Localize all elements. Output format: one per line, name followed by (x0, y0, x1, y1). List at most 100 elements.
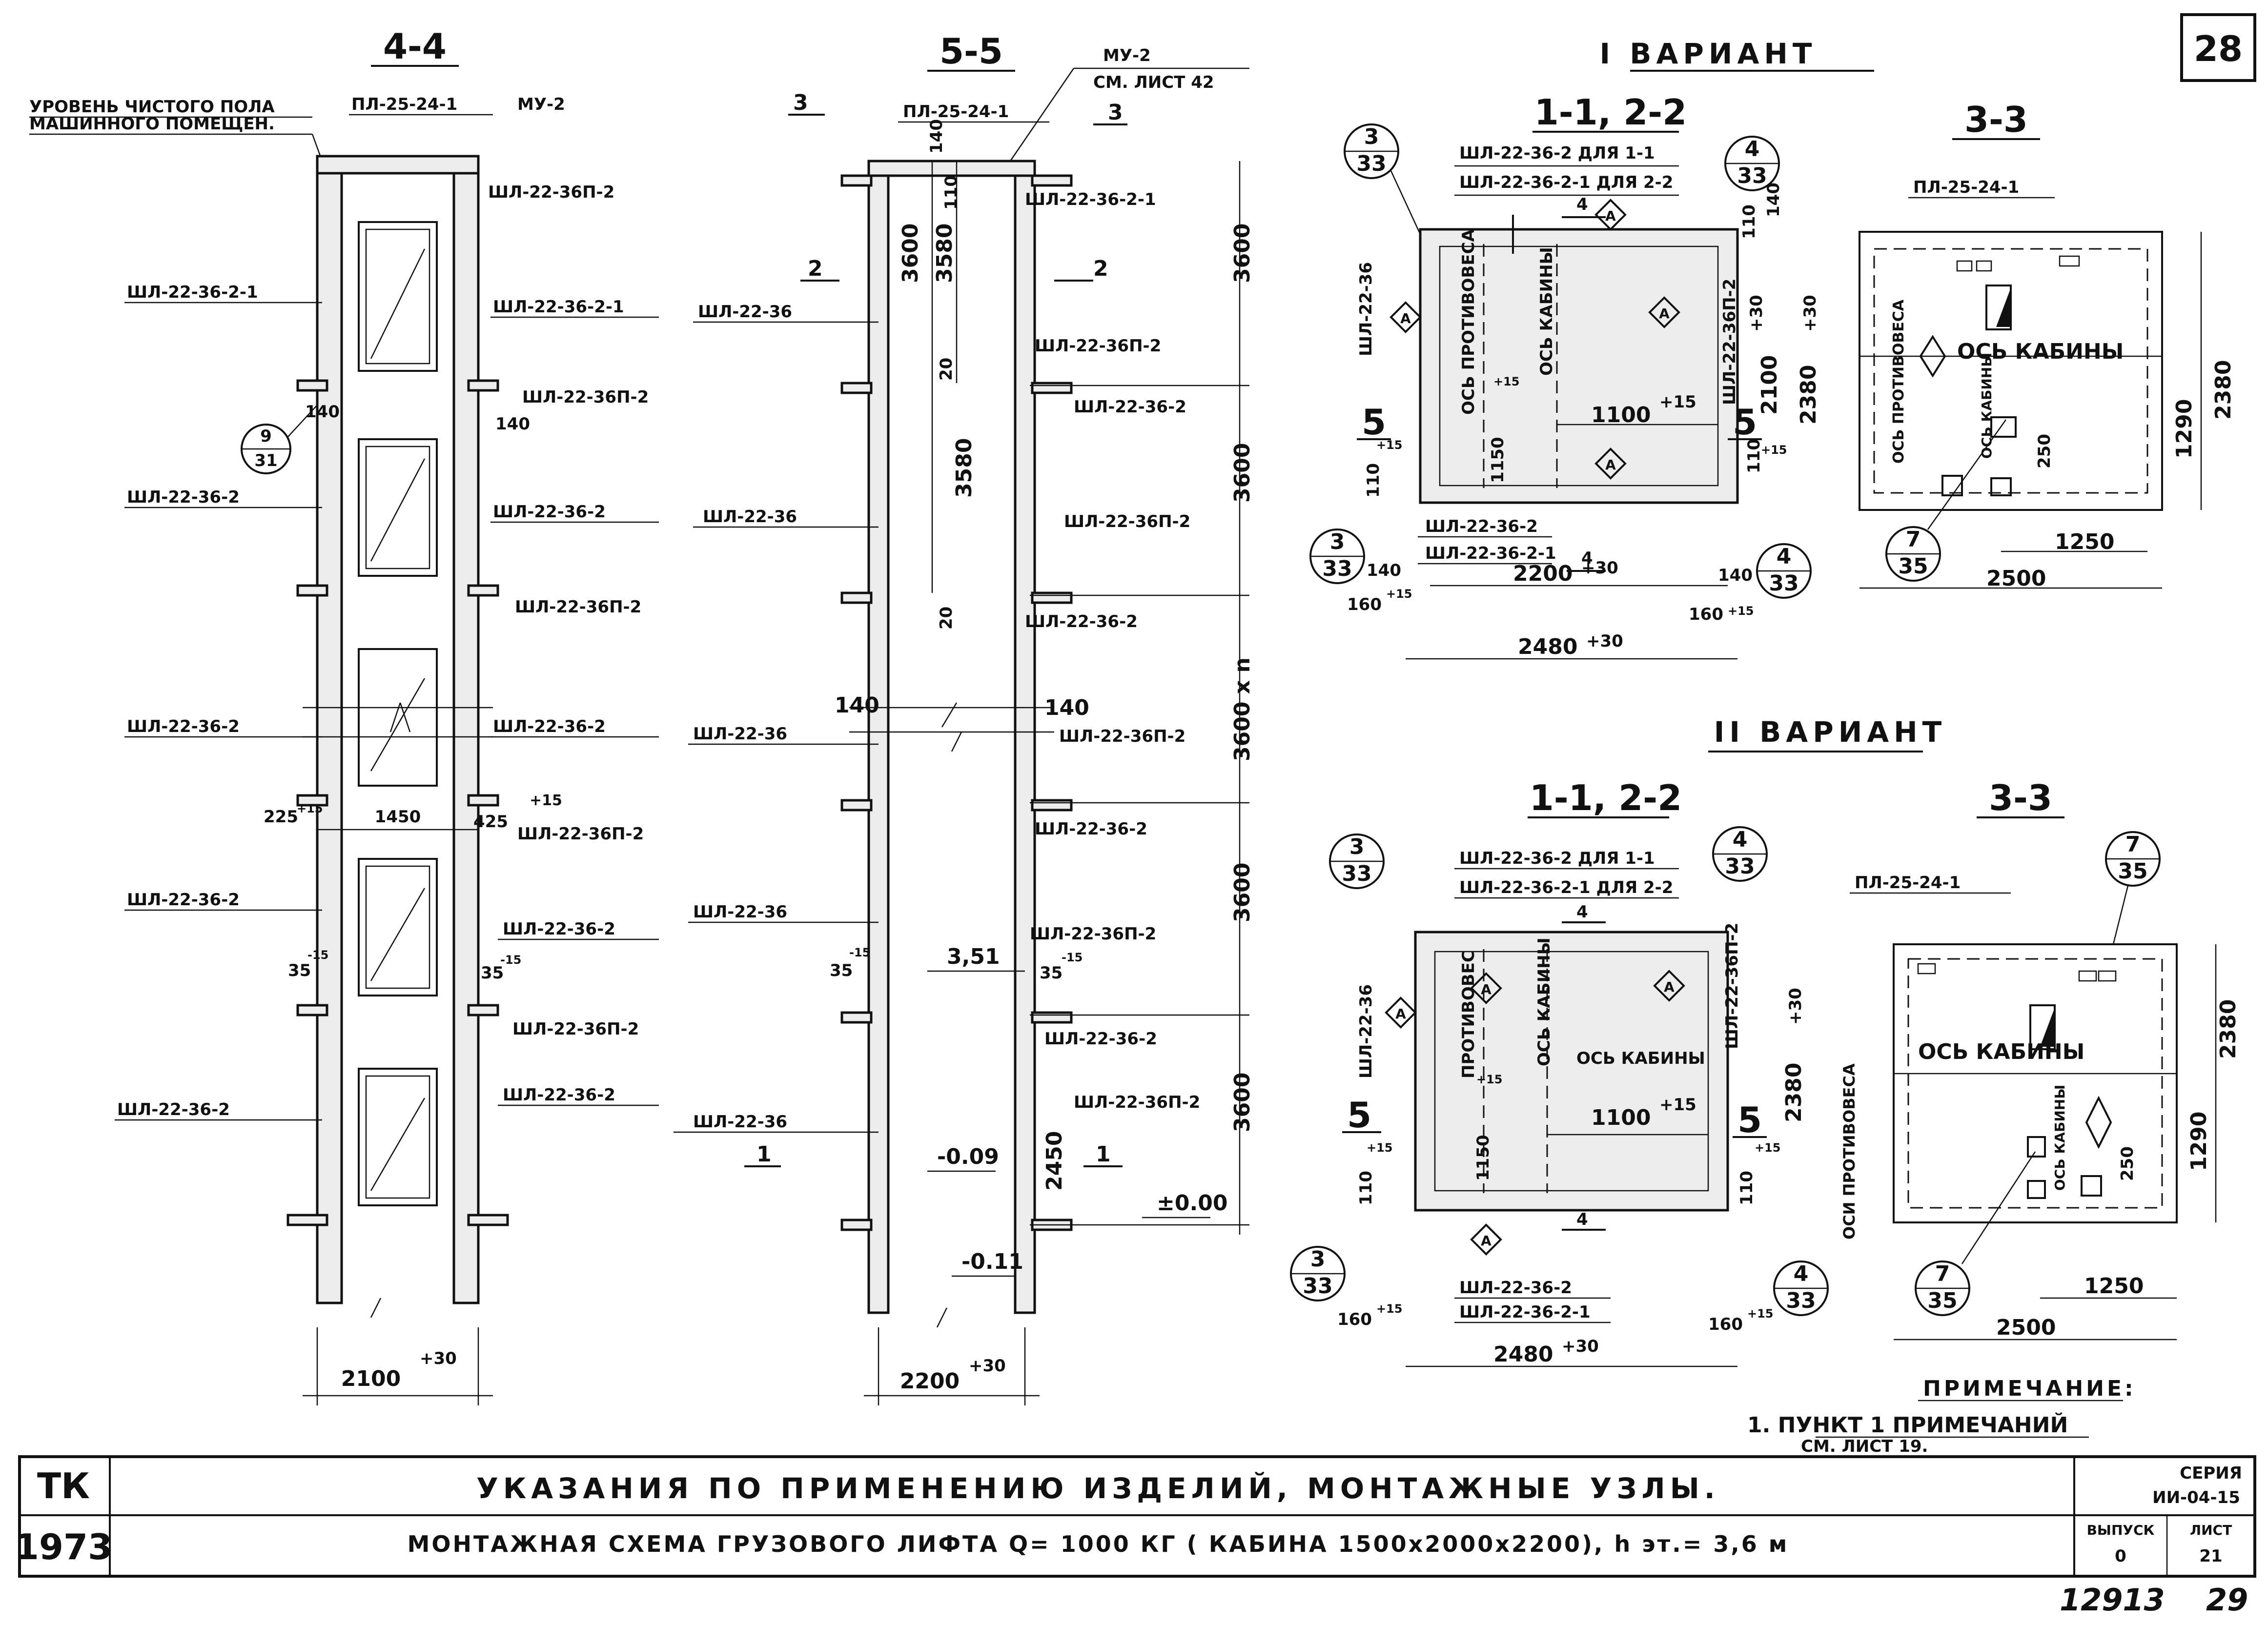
dim-2380-tol: +30 (1800, 295, 1820, 332)
s55-right-label: ШЛ-22-36-2 (1044, 1029, 1157, 1049)
dim-35: 35 (830, 961, 853, 980)
title-line-1: УКАЗАНИЯ ПО ПРИМЕНЕНИЮ ИЗДЕЛИЙ, МОНТАЖНЫ… (476, 1471, 1720, 1505)
ref-3: 3 (1330, 529, 1345, 554)
dim-140: 140 (305, 402, 340, 422)
node-ref: СМ. ЛИСТ 42 (1093, 73, 1214, 92)
dim-160: 160 (1708, 1315, 1743, 1334)
s44-left-label: ШЛ-22-36-2 (117, 1100, 230, 1119)
dim-1150: 1150 (1473, 1135, 1493, 1181)
cut-1: 1 (756, 1142, 772, 1167)
cut-5: 5 (1737, 1099, 1762, 1140)
ref-4: 4 (1745, 137, 1760, 162)
ref-33: 33 (1342, 861, 1371, 886)
issue-value: 0 (2115, 1546, 2126, 1566)
dim-110: 110 (1364, 463, 1383, 498)
mark-a: A (1605, 457, 1616, 473)
s55-right-label: ШЛ-22-36-2 (1025, 612, 1138, 631)
dim-1250: 1250 (2055, 529, 2114, 554)
node-mu2: МУ-2 (517, 95, 565, 114)
dim-110-tol: +15 (1755, 1141, 1781, 1155)
ref-35: 35 (2118, 859, 2147, 884)
dim-160: 160 (1689, 605, 1723, 624)
dim-3580: 3580 (932, 224, 957, 283)
dim-160: 160 (1347, 595, 1382, 614)
label-bot-a: ШЛ-22-36-2 (1425, 517, 1538, 536)
label-b: ШЛ-22-36-2-1 ДЛЯ 2-2 (1459, 878, 1673, 897)
ref-33: 33 (1737, 163, 1767, 188)
cut-4: 4 (1576, 1210, 1588, 1229)
level-351: 3,51 (947, 944, 1000, 969)
label-bot-b: ШЛ-22-36-2-1 (1425, 544, 1556, 563)
section-5-5-title: 5-5 (940, 31, 1003, 72)
s44-right-label: ШЛ-22-36-2 (503, 919, 615, 939)
label-b: ШЛ-22-36-2-1 ДЛЯ 2-2 (1459, 173, 1673, 192)
s55-left-label: ШЛ-22-36 (693, 902, 787, 922)
s44-right-label: ШЛ-22-36П-2 (515, 597, 641, 617)
mark-a: A (1659, 305, 1670, 322)
dim-3600: 3600 (1230, 863, 1255, 922)
series-label: СЕРИЯ (2180, 1463, 2242, 1483)
label-left: ШЛ-22-36 (1356, 984, 1376, 1078)
mark-a: A (1605, 208, 1616, 224)
dim-110: 110 (1739, 204, 1759, 239)
s44-left-label: ШЛ-22-36-2 (127, 890, 240, 910)
cut-5: 5 (1733, 402, 1757, 443)
dim-35-tol: -15 (307, 948, 328, 962)
dim-140: 140 (1718, 566, 1753, 585)
s55-right-label: ШЛ-22-36-2 (1035, 819, 1147, 839)
label-bot-a: ШЛ-22-36-2 (1459, 1278, 1572, 1298)
dim-2100-tol: +30 (1747, 295, 1766, 332)
axis-cabin: ОСЬ КАБИНЫ (1537, 247, 1556, 376)
s44-left-label: ШЛ-22-36-2 (127, 717, 240, 736)
s55-right-label: ШЛ-22-36-2 (1074, 397, 1186, 417)
dim-160: 160 (1337, 1310, 1372, 1329)
label-right: ШЛ-22-36П-2 (1720, 279, 1739, 405)
cut-4: 4 (1581, 549, 1593, 568)
ref-7: 7 (1935, 1261, 1950, 1286)
axis-cabin-vertical: ОСЬ КАБИНЫ (1979, 353, 1995, 459)
s55-right-label: ШЛ-22-36П-2 (1035, 336, 1161, 356)
dim-1100-tol: +15 (1659, 1095, 1696, 1115)
dim-3600xn: 3600 х n (1230, 657, 1255, 761)
slab-label: ПЛ-25-24-1 (1913, 178, 2019, 197)
section-4-4-title: 4-4 (383, 26, 447, 67)
cut-5: 5 (1347, 1095, 1371, 1136)
variant-2-title: II ВАРИАНТ (1714, 715, 1947, 749)
dim-1250: 1250 (2084, 1274, 2144, 1299)
ref-33: 33 (1725, 854, 1755, 879)
dim-35: 35 (288, 961, 311, 980)
ref-3: 3 (1349, 834, 1365, 859)
s44-right-label: ШЛ-22-36П-2 (517, 824, 644, 844)
variant-1-section-3-3: 3-3 ПЛ-25-24-1 ОСЬ КАБИНЫ ОСЬ ПРОТИВОВЕС… (1859, 99, 2236, 591)
dim-2380: 2380 (2211, 360, 2236, 420)
slab-label: ПЛ-25-24-1 (351, 95, 457, 114)
sheet-number-box: 28 (2180, 13, 2256, 82)
slab-label: ПЛ-25-24-1 (1855, 873, 1961, 893)
axis-counterweight: ОСЬ ПРОТИВОВЕСА (1890, 299, 1907, 464)
plan-title: 1-1, 2-2 (1530, 777, 1682, 818)
s55-right-label: ШЛ-22-36-2-1 (1025, 190, 1156, 209)
axis-cabin: ОСЬ КАБИНЫ (1534, 937, 1554, 1066)
dim-140: 140 (835, 693, 879, 718)
level-011: -0.11 (961, 1249, 1023, 1274)
dim-2480-tol: +30 (1586, 631, 1623, 651)
cut-3: 3 (1108, 100, 1123, 125)
dim-1450: 1450 (375, 807, 421, 827)
dim-140: 140 (1367, 561, 1401, 580)
mark-a: A (1400, 310, 1411, 326)
dim-140: 140 (1764, 183, 1783, 217)
ref-4: 4 (1733, 827, 1748, 852)
dim-35: 35 (1040, 963, 1062, 983)
s55-right-label: ШЛ-22-36П-2 (1064, 512, 1190, 531)
label-a: ШЛ-22-36-2 ДЛЯ 1-1 (1459, 143, 1655, 163)
ref-9: 9 (260, 427, 272, 446)
dim-225-tol: +15 (297, 802, 323, 815)
dim-110-tol: +15 (1376, 438, 1403, 452)
axis-counterweight: ОСЬ ПРОТИВОВЕСА (1459, 229, 1478, 415)
ref-35: 35 (1927, 1288, 1957, 1313)
cut-4: 4 (1576, 195, 1588, 214)
ref-4: 4 (1777, 544, 1792, 569)
dim-2380-tol: +30 (1786, 988, 1805, 1025)
mark-a: A (1664, 979, 1675, 995)
